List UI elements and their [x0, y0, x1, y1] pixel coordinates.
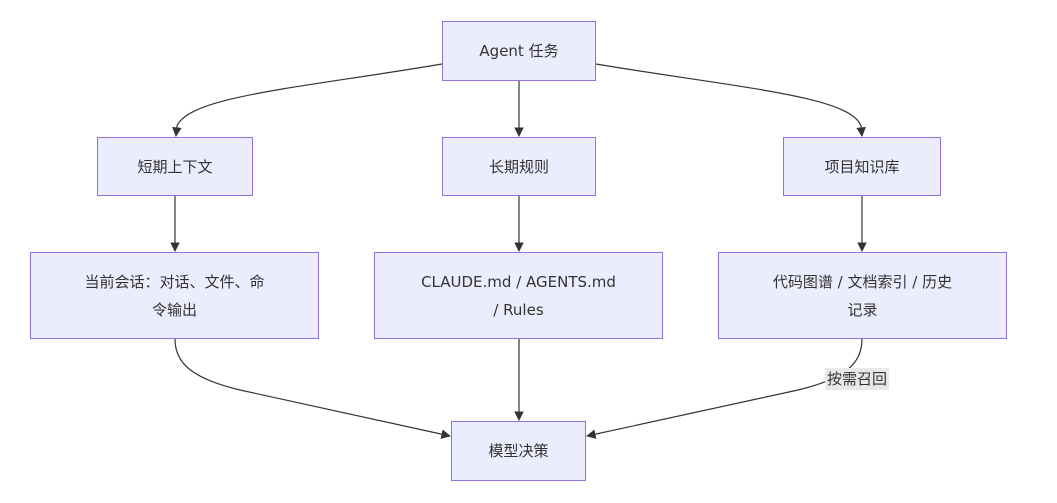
node-model-decision: 模型决策 — [451, 421, 586, 481]
edge-label-recall-on-demand: 按需召回 — [825, 368, 890, 390]
node-agent-task-label: Agent 任务 — [479, 42, 559, 60]
node-code-graph-text: 代码图谱 / 文档索引 / 历史 记录 — [773, 268, 952, 324]
node-long-term-rules: 长期规则 — [442, 137, 596, 196]
node-rules-files-line2: / Rules — [493, 300, 544, 319]
node-agent-task: Agent 任务 — [442, 21, 596, 81]
edge-task-to-kb — [595, 63, 866, 137]
edge-session-to-model — [174, 338, 451, 439]
edge-task-to-short — [172, 63, 443, 137]
node-rules-files: CLAUDE.md / AGENTS.md / Rules — [374, 252, 663, 339]
node-short-term-context-label: 短期上下文 — [137, 157, 213, 176]
node-rules-files-text: CLAUDE.md / AGENTS.md / Rules — [421, 268, 616, 324]
node-long-term-rules-label: 长期规则 — [488, 157, 549, 176]
node-model-decision-label: 模型决策 — [488, 442, 549, 460]
node-code-graph-line2: 记录 — [847, 300, 878, 319]
node-code-graph: 代码图谱 / 文档索引 / 历史 记录 — [718, 252, 1007, 339]
node-project-knowledge-base-label: 项目知识库 — [824, 157, 900, 176]
node-project-knowledge-base: 项目知识库 — [783, 137, 941, 196]
node-short-term-context: 短期上下文 — [97, 137, 253, 196]
node-code-graph-line1: 代码图谱 / 文档索引 / 历史 — [772, 272, 953, 291]
node-current-session-line2: 令输出 — [151, 300, 197, 319]
node-current-session: 当前会话：对话、文件、命 令输出 — [30, 252, 319, 339]
node-current-session-line1: 当前会话：对话、文件、命 — [84, 272, 265, 291]
node-current-session-text: 当前会话：对话、文件、命 令输出 — [84, 268, 264, 324]
node-rules-files-line1: CLAUDE.md / AGENTS.md — [421, 272, 616, 291]
edge-code-to-model — [586, 338, 863, 439]
